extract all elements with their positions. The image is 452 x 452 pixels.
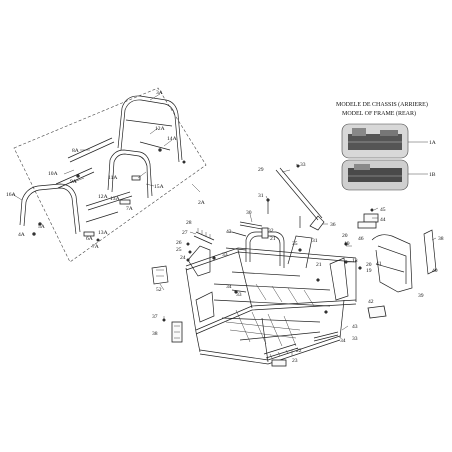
label-40: 40 — [432, 268, 438, 274]
label-44: 44 — [380, 217, 386, 223]
label-13A: 13A — [110, 196, 120, 202]
label-31b: 31 — [312, 238, 318, 244]
lower-rail-13A — [85, 211, 119, 223]
front-roll-hoop — [19, 183, 81, 233]
label-52: 52 — [156, 287, 162, 293]
label-14A: 14A — [167, 136, 177, 142]
clip-36 — [309, 215, 325, 231]
roll-cage-dashed-boundary — [13, 87, 207, 263]
lower-rail-12A — [85, 191, 131, 207]
label-24: 24 — [180, 255, 186, 261]
rod-33-mid — [225, 247, 247, 251]
label-7A-low: 7A — [92, 244, 99, 250]
label-5A: 5A — [38, 224, 45, 230]
label-19b: 19 — [366, 268, 372, 274]
label-36: 36 — [330, 222, 336, 228]
side-tube-10A — [55, 167, 93, 185]
label-25: 25 — [176, 247, 182, 253]
label-31: 31 — [258, 193, 264, 199]
label-8A: 8A — [72, 148, 79, 154]
label-34b: 34 — [340, 338, 346, 344]
label-35: 35 — [292, 241, 298, 247]
front-bracket — [187, 245, 211, 277]
rod-30 — [239, 221, 263, 227]
tube-29 — [275, 169, 319, 221]
label-15A: 15A — [154, 184, 164, 190]
label-45: 45 — [380, 207, 386, 213]
label-13A-low: 13A — [98, 230, 108, 236]
inset-title-line1: MODELE DE CHASSIS (ARRIERE) — [336, 101, 428, 108]
label-21b: 21 — [316, 262, 322, 268]
label-46: 46 — [358, 236, 364, 242]
label-43: 43 — [226, 229, 232, 235]
label-3A: 3A — [156, 90, 163, 96]
label-43b: 43 — [352, 324, 358, 330]
label-19: 19 — [344, 241, 350, 247]
inset-photo-1B — [341, 159, 409, 191]
footrest-22 — [263, 343, 299, 367]
label-12A-low: 12A — [98, 194, 108, 200]
label-20b: 20 — [366, 262, 372, 268]
bracket-52 — [151, 265, 169, 285]
label-41: 41 — [376, 261, 382, 267]
rear-bumper — [371, 234, 413, 293]
label-16A: 16A — [6, 192, 16, 198]
callout-1A: 1A — [429, 140, 436, 146]
label-33-low: 33 — [236, 292, 242, 298]
label-6A: 6A — [86, 236, 93, 242]
label-39: 39 — [418, 293, 424, 299]
label-23: 23 — [292, 358, 298, 364]
label-10A: 10A — [48, 171, 58, 177]
label-9A: 9A — [70, 179, 77, 185]
label-11A: 11A — [108, 175, 117, 181]
label-34: 34 — [226, 284, 232, 290]
label-42: 42 — [368, 299, 374, 305]
floor-grid — [225, 283, 315, 347]
label-28: 28 — [186, 220, 192, 226]
inset-title-line2: MODEL OF FRAME (REAR) — [342, 110, 416, 117]
label-22: 22 — [296, 348, 302, 354]
diagonal-tube-8A — [67, 137, 113, 159]
label-21: 21 — [270, 236, 276, 242]
label-32: 32 — [268, 228, 274, 234]
upper-cross-tube — [125, 119, 173, 127]
pad-42 — [367, 305, 387, 319]
front-upright-27 — [193, 228, 215, 245]
rod-lower-right — [313, 331, 339, 339]
label-27: 27 — [182, 230, 188, 236]
rod-43 — [231, 231, 247, 237]
label-18: 18 — [352, 258, 358, 264]
chassis-lower-rail-front — [195, 299, 357, 331]
callout-1B: 1B — [429, 172, 436, 178]
label-12A-top: 12A — [155, 126, 165, 132]
label-20: 20 — [342, 233, 348, 239]
label-2A: 2A — [198, 200, 205, 206]
label-29: 29 — [258, 167, 264, 173]
label-30: 30 — [246, 210, 252, 216]
rod-34 — [231, 289, 247, 293]
bracket-32 — [261, 227, 269, 239]
roll-cage-group: 3A 12A 14A 8A 10A 9A 11A 15A 16A 5A 4A 1… — [6, 87, 207, 263]
main-chassis — [185, 231, 357, 365]
bracket-6A — [83, 231, 95, 237]
label-7A: 7A — [126, 206, 133, 212]
label-4A: 4A — [18, 232, 25, 238]
bracket-38-right — [423, 229, 437, 275]
label-33-top: 33 — [300, 162, 306, 168]
label-33-mid: 33 — [222, 252, 228, 258]
side-bar-14A — [139, 141, 171, 151]
label-33b: 33 — [352, 336, 358, 342]
label-37: 37 — [152, 314, 158, 320]
bracket-7A — [119, 199, 131, 205]
label-26: 26 — [176, 240, 182, 246]
label-38-left: 38 — [152, 331, 158, 337]
chassis-upper-rail-left — [185, 247, 357, 267]
mid-roll-hoop — [107, 149, 153, 197]
rear-frame-inset: MODELE DE CHASSIS (ARRIERE) MODEL OF FRA… — [336, 101, 436, 191]
inset-photo-1A — [341, 123, 409, 159]
hinge-assembly — [357, 208, 379, 229]
label-38-right: 38 — [438, 236, 444, 242]
